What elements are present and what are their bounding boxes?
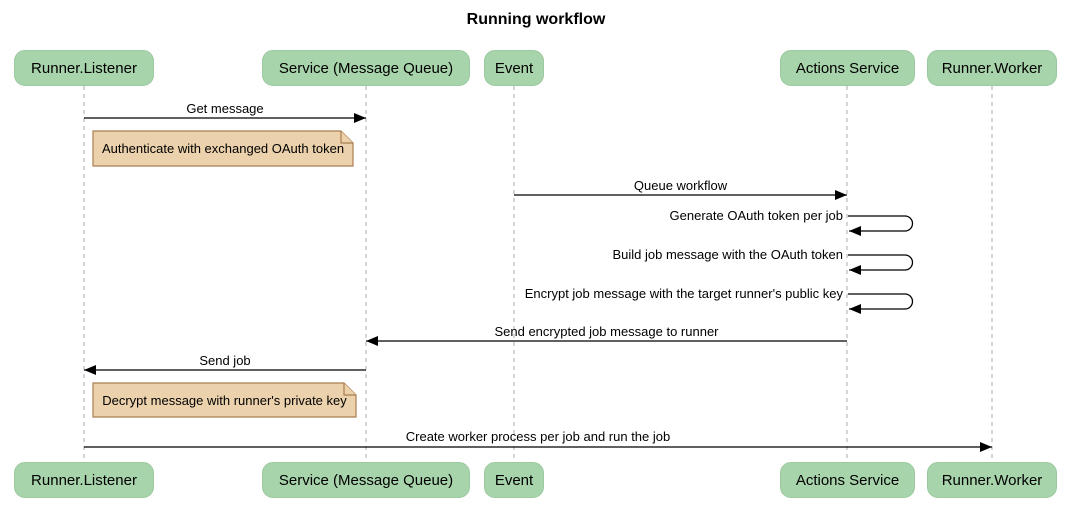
participant-service-top: Service (Message Queue) [262, 50, 470, 86]
participant-runner-listener-bottom: Runner.Listener [14, 462, 154, 498]
participant-event-top: Event [484, 50, 544, 86]
arrow-encrypt-job-selfloop [848, 293, 914, 314]
label-send-encrypted: Send encrypted job message to runner [494, 324, 719, 339]
note-decrypt-fold [343, 383, 356, 396]
note-authenticate-fold [340, 131, 353, 144]
note-decrypt-shape [92, 382, 357, 418]
participant-service-bottom: Service (Message Queue) [262, 462, 470, 498]
participant-actions-service-bottom: Actions Service [780, 462, 915, 498]
note-authenticate: Authenticate with exchanged OAuth token [101, 141, 345, 156]
participant-event-bottom: Event [484, 462, 544, 498]
label-get-message: Get message [186, 101, 264, 116]
label-encrypt-job-message: Encrypt job message with the target runn… [524, 286, 843, 301]
participant-runner-listener-top: Runner.Listener [14, 50, 154, 86]
note-decrypt: Decrypt message with runner's private ke… [102, 392, 347, 408]
participant-runner-worker-bottom: Runner.Worker [927, 462, 1057, 498]
participant-actions-service-top: Actions Service [780, 50, 915, 86]
diagram-title: Running workflow [466, 11, 606, 28]
label-create-worker: Create worker process per job and run th… [405, 429, 671, 444]
note-authenticate-shape [92, 130, 354, 167]
arrow-generate-token-selfloop [848, 215, 914, 236]
participant-runner-worker-top: Runner.Worker [927, 50, 1057, 86]
label-generate-token: Generate OAuth token per job [669, 208, 843, 223]
label-queue-workflow: Queue workflow [633, 178, 728, 193]
label-build-job-message: Build job message with the OAuth token [612, 247, 843, 262]
label-send-job: Send job [199, 353, 251, 368]
arrow-build-job-selfloop [848, 254, 914, 275]
